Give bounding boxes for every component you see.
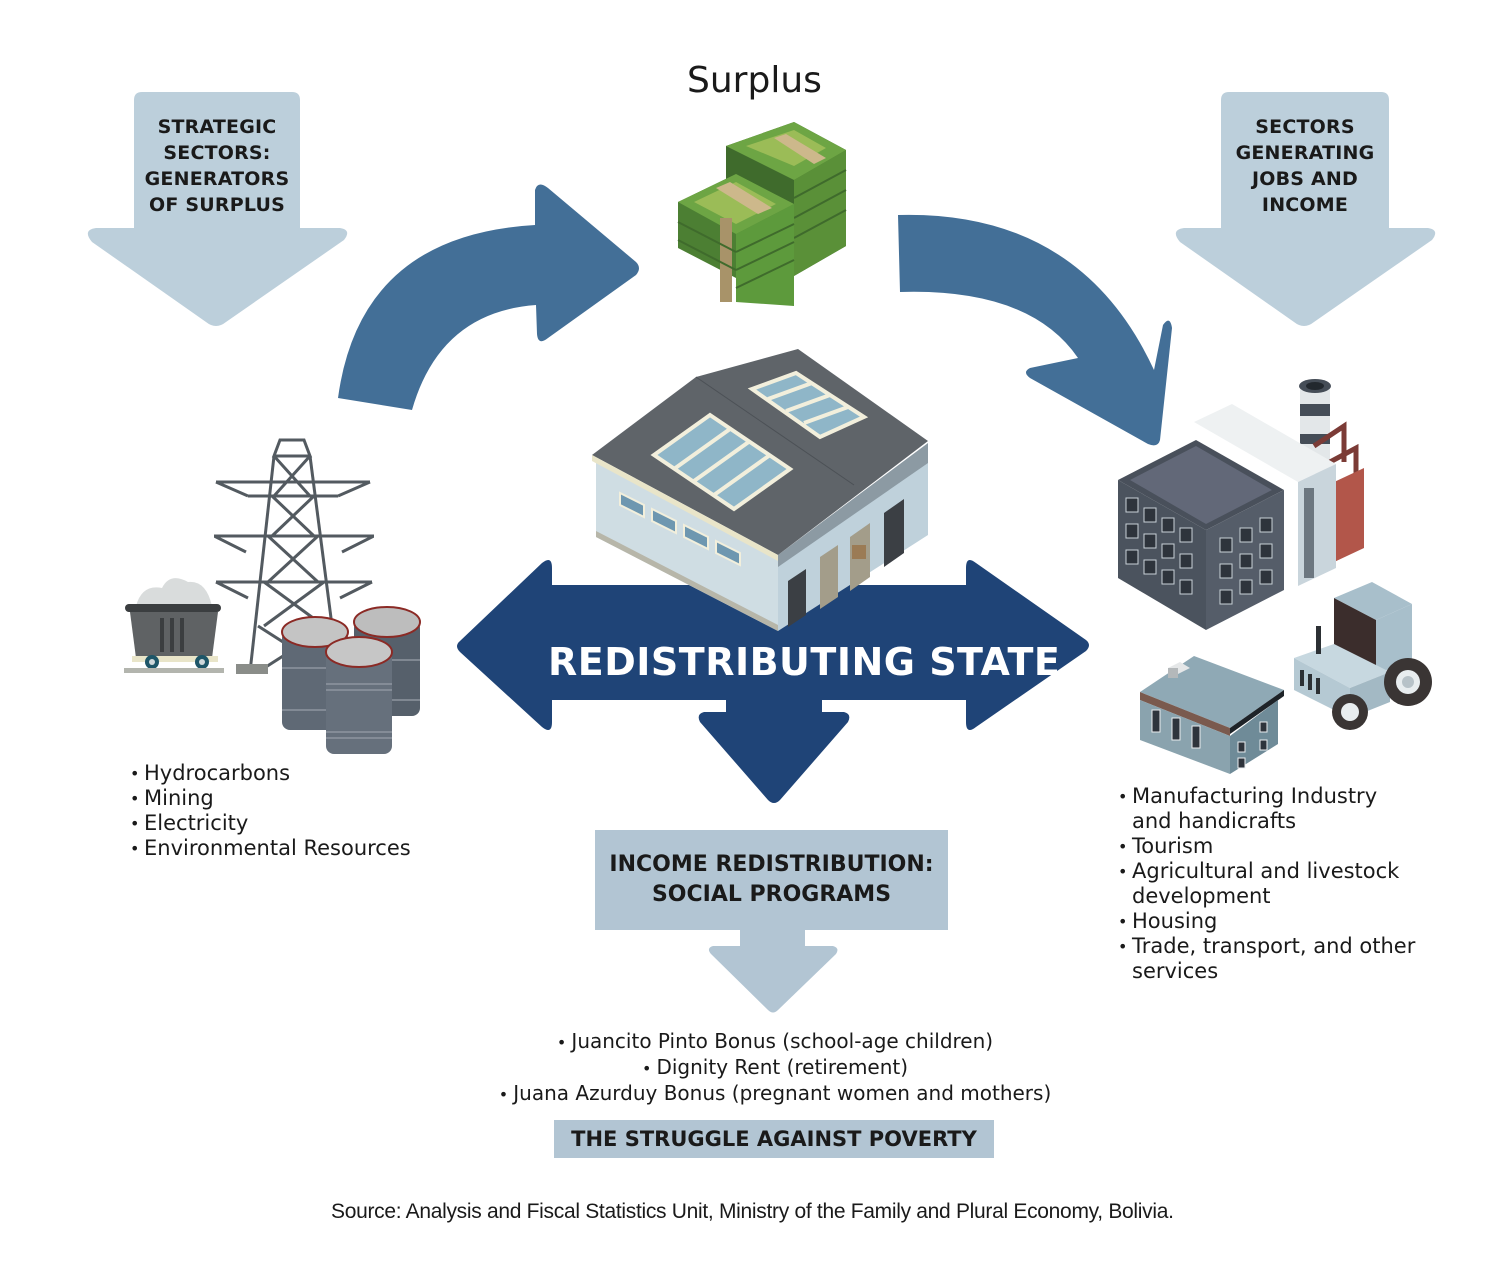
list-item: Juana Azurduy Bonus (pregnant women and … bbox=[440, 1081, 1110, 1107]
list-item: Mining bbox=[130, 786, 411, 811]
income-redistribution-box bbox=[595, 830, 948, 930]
strategic-sectors-line: STRATEGIC bbox=[157, 116, 277, 138]
list-item: Hydrocarbons bbox=[130, 761, 411, 786]
curved-arrow-to-surplus bbox=[338, 184, 639, 410]
income-redistribution-line: INCOME REDISTRIBUTION: bbox=[609, 852, 934, 877]
strategic-sectors-list: Hydrocarbons Mining Electricity Environm… bbox=[130, 761, 411, 861]
mining-cart-icon bbox=[124, 578, 224, 673]
job-sectors-arrow bbox=[1175, 92, 1436, 326]
job-sectors-label: SECTORS GENERATING JOBS AND INCOME bbox=[1221, 114, 1389, 218]
social-programs-arrow bbox=[708, 930, 838, 1013]
strategic-sectors-line: OF SURPLUS bbox=[149, 194, 285, 216]
job-sectors-line: JOBS AND bbox=[1252, 168, 1358, 190]
list-item-line: and handicrafts bbox=[1132, 809, 1297, 833]
income-redistribution-line: SOCIAL PROGRAMS bbox=[651, 882, 892, 907]
list-item: Juancito Pinto Bonus (school-age childre… bbox=[440, 1029, 1110, 1055]
list-item: Environmental Resources bbox=[130, 836, 411, 861]
curved-arrow-to-jobs bbox=[898, 214, 1172, 446]
list-item: Electricity bbox=[130, 811, 411, 836]
list-item-line: Manufacturing Industry bbox=[1132, 784, 1378, 808]
house-icon bbox=[1140, 656, 1284, 774]
job-sectors-line: INCOME bbox=[1261, 194, 1349, 216]
source-note: Source: Analysis and Fiscal Statistics U… bbox=[331, 1200, 1174, 1223]
state-building-icon bbox=[592, 349, 928, 631]
list-item: Tourism bbox=[1118, 834, 1415, 859]
list-item-line: Agricultural and livestock bbox=[1132, 859, 1400, 883]
surplus-title: Surplus bbox=[687, 60, 822, 101]
strategic-sectors-arrow bbox=[87, 92, 348, 326]
strategic-sectors-line: GENERATORS bbox=[144, 168, 290, 190]
money-stack-icon bbox=[677, 122, 847, 306]
income-redistribution-label: INCOME REDISTRIBUTION: SOCIAL PROGRAMS bbox=[595, 850, 948, 910]
social-programs-list: Juancito Pinto Bonus (school-age childre… bbox=[440, 1029, 1110, 1107]
strategic-sectors-label: STRATEGIC SECTORS: GENERATORS OF SURPLUS bbox=[134, 114, 300, 218]
list-item: Housing bbox=[1118, 909, 1415, 934]
redistributing-state-arrow bbox=[457, 559, 1089, 803]
tractor-icon bbox=[1294, 582, 1432, 730]
list-item-line: services bbox=[1132, 959, 1219, 983]
list-item: Dignity Rent (retirement) bbox=[440, 1055, 1110, 1081]
oil-barrels-icon bbox=[281, 606, 421, 754]
list-item-line: development bbox=[1132, 884, 1271, 908]
job-sectors-line: GENERATING bbox=[1235, 142, 1375, 164]
job-sectors-line: SECTORS bbox=[1255, 116, 1355, 138]
factory-icon bbox=[1118, 379, 1364, 630]
poverty-banner: THE STRUGGLE AGAINST POVERTY bbox=[554, 1120, 994, 1158]
redistributing-state-label: REDISTRIBUTING STATE bbox=[548, 640, 1061, 684]
power-tower-icon bbox=[214, 438, 374, 674]
list-item-line: Trade, transport, and other bbox=[1132, 934, 1416, 958]
strategic-sectors-line: SECTORS: bbox=[163, 142, 271, 164]
